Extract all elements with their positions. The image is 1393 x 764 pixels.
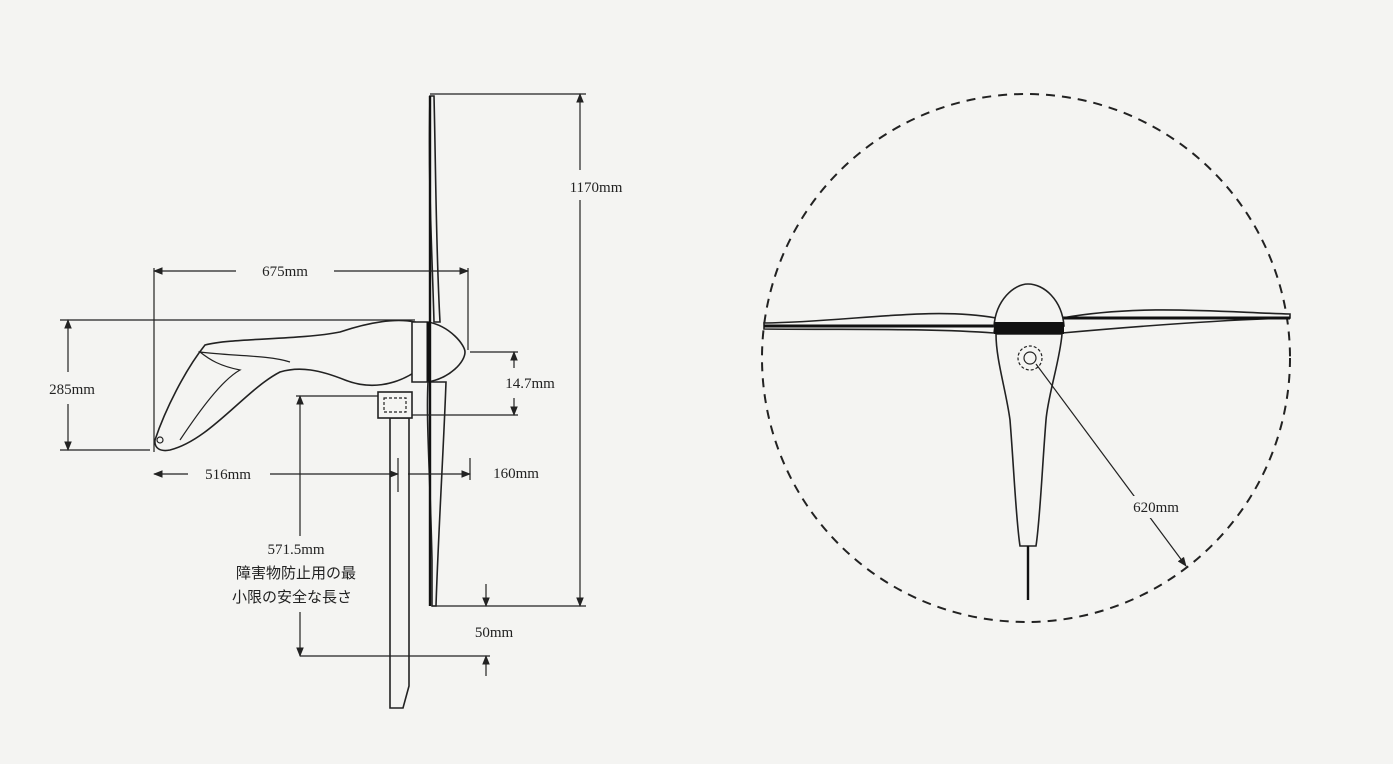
safety-note-line1: 障害物防止用の最 xyxy=(236,564,356,582)
nacelle-tail xyxy=(154,319,416,452)
blade-right xyxy=(1061,309,1291,334)
dim-clearance-label: 50mm xyxy=(475,625,514,641)
dim-offset-label: 160mm xyxy=(493,466,539,482)
hub-spinner xyxy=(411,321,466,383)
yaw-block xyxy=(377,391,413,419)
safety-note-line2: 小限の安全な長さ xyxy=(232,588,352,606)
front-view: 620mm xyxy=(761,93,1291,623)
dim-length-label: 675mm xyxy=(262,264,308,280)
dim-blade-label: 1170mm xyxy=(570,180,623,196)
tower-pole xyxy=(389,417,410,709)
rotor-sweep-circle xyxy=(761,93,1291,623)
blade-left xyxy=(763,312,997,334)
nacelle-front xyxy=(995,333,1063,547)
dim-height-label: 285mm xyxy=(49,382,95,398)
side-view: 675mm 285mm 14.7mm 516mm 160mm 1170mm 50… xyxy=(49,93,623,709)
dim-tail-label: 516mm xyxy=(205,467,251,483)
safety-value-label: 571.5mm xyxy=(267,542,324,558)
dim-radius-label: 620mm xyxy=(1133,500,1179,516)
hub-dome xyxy=(993,283,1065,327)
dim-hub-label: 14.7mm xyxy=(505,376,555,392)
